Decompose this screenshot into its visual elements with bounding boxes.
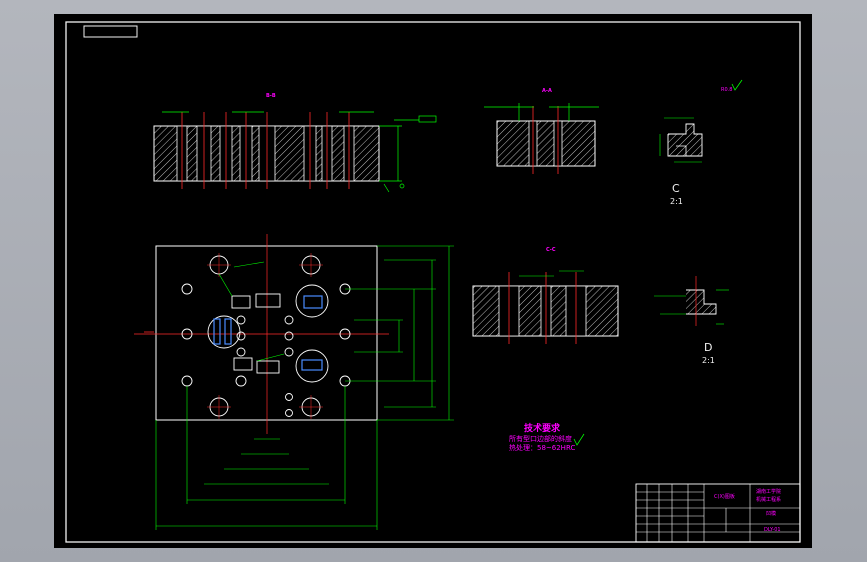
cad-drawing-canvas: B-B: [65, 21, 801, 543]
section-cc-view: C-C: [472, 247, 619, 344]
drawing-frame: [65, 21, 801, 543]
detail-c-view: C 2:1: [659, 117, 703, 206]
tech-req-title: 技术要求: [524, 422, 561, 434]
technical-requirements: 技术要求 所有型口边部的斜度 热处理：58~62HRC: [509, 422, 585, 452]
title-block: C(X)图板 湖南工学院 机械工程系 凹模 DLY-01: [635, 483, 801, 543]
tech-req-roughness-symbol: [573, 433, 585, 446]
roughness-symbol: R0.8: [721, 79, 743, 93]
title-drawing-number: DLY-01: [764, 527, 781, 533]
detail-d-view: D 2:1: [654, 276, 729, 365]
tech-req-line1: 所有型口边部的斜度: [509, 434, 572, 443]
detail-d-letter: D: [704, 341, 712, 354]
detail-c-letter: C: [672, 182, 680, 195]
tech-req-line2: 热处理：58~62HRC: [509, 443, 575, 452]
title-material: 凹模: [766, 510, 776, 517]
section-bb-view: B-B: [153, 93, 437, 193]
title-company-line1: 湖南工学院: [756, 488, 781, 495]
section-bb-label: B-B: [266, 93, 276, 99]
drawing-sheet[interactable]: B-B: [54, 14, 812, 548]
plan-view: [134, 234, 454, 530]
title-company-line2: 机械工程系: [756, 496, 781, 503]
detail-d-scale: 2:1: [702, 356, 715, 365]
svg-text:R0.8: R0.8: [721, 87, 732, 93]
section-cc-label: C-C: [546, 247, 556, 253]
title-part-name: C(X)图板: [714, 493, 735, 500]
detail-c-scale: 2:1: [670, 197, 683, 206]
section-aa-label: A-A: [542, 88, 552, 94]
section-aa-view: A-A: [484, 88, 599, 174]
